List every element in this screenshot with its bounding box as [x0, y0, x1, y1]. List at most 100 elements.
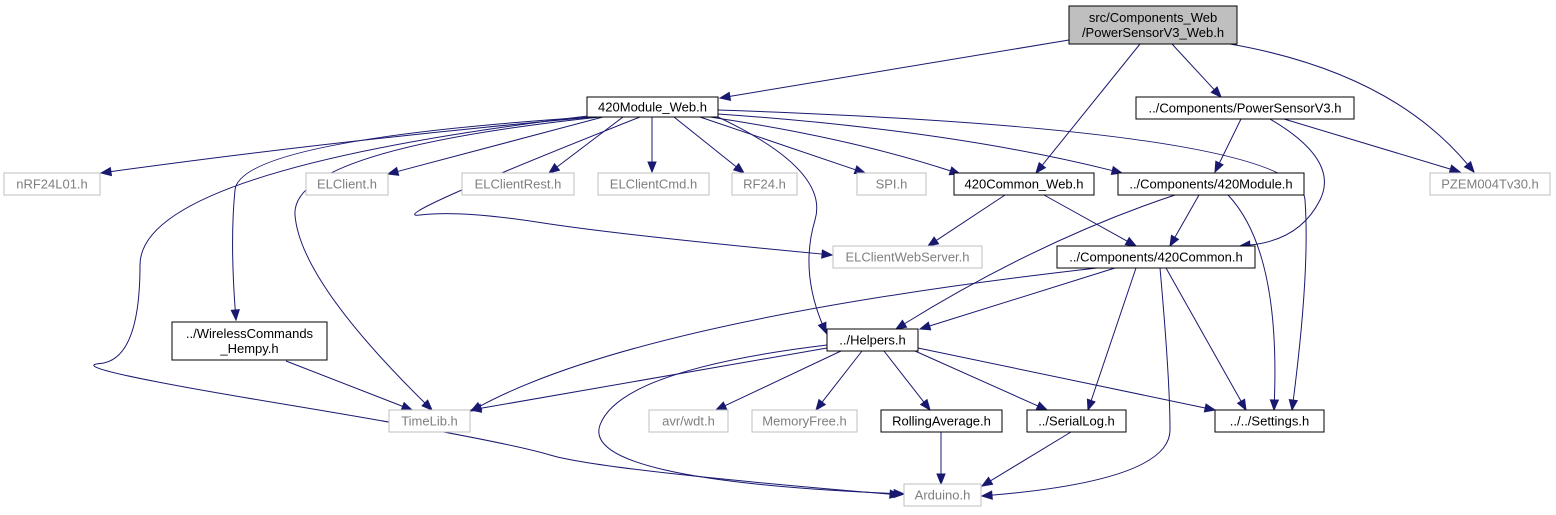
node-label: TimeLib.h — [401, 414, 458, 429]
arrowhead-icon — [714, 401, 728, 411]
edge-line — [480, 347, 828, 409]
node-elwebserver: ELClientWebServer.h — [832, 245, 983, 269]
node-label: MemoryFree.h — [762, 414, 847, 429]
edge-line — [1283, 118, 1451, 170]
edge-line — [1174, 194, 1200, 238]
arrowhead-icon — [1236, 398, 1247, 412]
node-label: SPI.h — [876, 177, 908, 192]
node-label: ELClientCmd.h — [610, 177, 697, 192]
node-spi: SPI.h — [856, 172, 927, 196]
arrowhead-icon — [647, 161, 657, 174]
node-box — [751, 409, 858, 433]
arrowhead-icon — [815, 398, 827, 412]
edge-line — [294, 116, 601, 404]
edge-module_web-to-wireless — [230, 116, 591, 322]
edge-line — [699, 116, 856, 171]
edge-helpers-to-rolling — [883, 350, 931, 412]
edge-module-to-common — [1169, 194, 1200, 248]
arrowhead-icon — [936, 473, 946, 486]
node-box — [388, 409, 471, 433]
edge-line — [914, 350, 1039, 407]
edge-line — [110, 116, 594, 173]
arrowhead-icon — [926, 236, 940, 247]
edge-power_web-to-common_web — [1035, 43, 1141, 175]
edge-helpers-to-wdt — [714, 350, 842, 411]
edge-line — [598, 344, 895, 495]
node-powersensor[interactable]: ../Components/PowerSensorV3.h — [1135, 96, 1355, 120]
edge-module_web-to-spi — [699, 116, 867, 175]
node-common[interactable]: ../Components/420Common.h — [1056, 245, 1256, 269]
edge-module_web-to-helpers — [717, 116, 827, 335]
edge-line — [397, 116, 604, 172]
node-power-web[interactable]: src/Components_Web/PowerSensorV3_Web.h — [1068, 5, 1238, 45]
node-label: nRF24L01.h — [16, 177, 88, 192]
node-label: avr/wdt.h — [662, 414, 715, 429]
edge-line — [479, 267, 1098, 407]
arrowhead-icon — [732, 162, 746, 174]
edge-line — [717, 113, 1113, 172]
arrowhead-icon — [980, 476, 994, 487]
edge-helpers-to-settings — [917, 347, 1217, 413]
edge-helpers-to-timelib — [469, 347, 828, 413]
node-wdt: avr/wdt.h — [648, 409, 729, 433]
node-box — [648, 409, 729, 433]
node-settings[interactable]: ../../Settings.h — [1214, 409, 1325, 433]
node-box — [171, 321, 328, 361]
arrowhead-icon — [99, 166, 113, 177]
arrowhead-icon — [817, 321, 827, 335]
node-box — [953, 172, 1095, 196]
arrowhead-icon — [821, 249, 834, 259]
edge-module_web-to-common_web — [709, 116, 962, 176]
arrowhead-icon — [1124, 236, 1138, 247]
edge-helpers-to-seriallog — [914, 350, 1049, 411]
node-box — [856, 172, 927, 196]
edge-common-to-timelib — [469, 267, 1098, 412]
arrowhead-icon — [1288, 398, 1299, 412]
edge-module_web-to-elclient — [386, 116, 604, 176]
node-box — [597, 172, 710, 196]
node-box — [1214, 409, 1325, 433]
edge-line — [717, 116, 823, 324]
node-box — [461, 172, 575, 196]
edge-module_web-to-rf24 — [673, 116, 746, 174]
node-label: ../Helpers.h — [839, 333, 905, 348]
node-rolling[interactable]: RollingAverage.h — [880, 409, 1003, 433]
node-memfree: MemoryFree.h — [751, 409, 858, 433]
node-label: ../SerialLog.h — [1038, 414, 1115, 429]
edge-line — [917, 347, 1206, 409]
arrowhead-icon — [230, 309, 240, 322]
node-box — [903, 483, 982, 507]
edge-line — [1165, 267, 1242, 402]
edge-line — [883, 350, 925, 403]
node-box — [1056, 245, 1256, 269]
node-label: ../WirelessCommands — [186, 326, 314, 341]
node-helpers[interactable]: ../Helpers.h — [826, 328, 919, 352]
edge-line — [990, 431, 1072, 482]
node-label: ../../Settings.h — [1230, 414, 1310, 429]
edge-helpers-to-arduino — [598, 344, 906, 499]
edge-common_web-to-common — [1043, 194, 1138, 247]
edge-line — [673, 116, 737, 168]
node-box — [586, 96, 719, 118]
node-box — [1117, 172, 1305, 196]
arrowhead-icon — [1169, 234, 1180, 248]
edge-line — [904, 194, 1176, 325]
node-layer: src/Components_Web/PowerSensorV3_Web.h 42… — [3, 5, 1551, 507]
edge-line — [1041, 43, 1141, 166]
node-wireless[interactable]: ../WirelessCommands_Hempy.h — [171, 321, 328, 361]
edge-module_web-to-nrf — [99, 116, 594, 177]
arrowhead-icon — [1214, 160, 1224, 174]
node-seriallog[interactable]: ../SerialLog.h — [1026, 409, 1127, 433]
arrowhead-icon — [1086, 398, 1096, 412]
arrowhead-icon — [1448, 164, 1462, 174]
edge-powersensor-to-module — [1214, 118, 1242, 174]
node-module-web[interactable]: 420Module_Web.h — [586, 96, 719, 118]
edge-line — [1218, 118, 1242, 164]
node-label: src/Components_Web — [1089, 10, 1217, 25]
edge-line — [724, 350, 842, 407]
arrowhead-icon — [1203, 403, 1217, 413]
edge-line — [1249, 118, 1325, 246]
node-module[interactable]: ../Components/420Module.h — [1117, 172, 1305, 196]
node-common-web[interactable]: 420Common_Web.h — [953, 172, 1095, 196]
